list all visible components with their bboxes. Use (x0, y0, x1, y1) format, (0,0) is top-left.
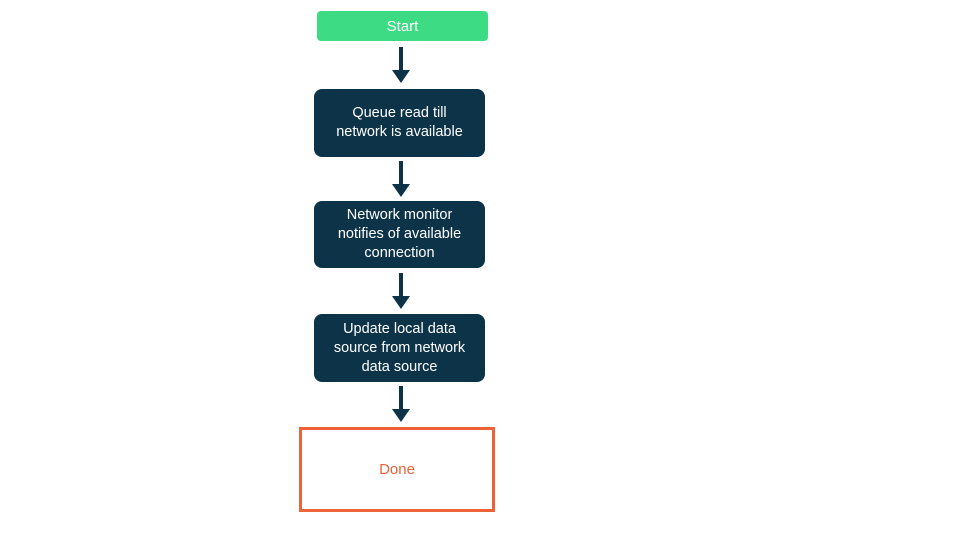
flowchart-node-update-local-data: Update local data source from network da… (314, 314, 485, 382)
arrow-head (392, 70, 410, 83)
node-label-line: connection (364, 245, 435, 261)
arrow-down-icon (392, 273, 410, 309)
arrow-tail (399, 47, 403, 70)
arrow-tail (399, 386, 403, 409)
flowchart-node-network-monitor: Network monitor notifies of available co… (314, 201, 485, 268)
node-label-line: Network monitor (346, 207, 453, 223)
arrow-down-icon (392, 47, 410, 83)
start-node-label: Start (386, 17, 419, 35)
flowchart-node-start: Start (317, 11, 488, 41)
arrow-tail (399, 161, 403, 184)
flowchart-node-done: Done (299, 427, 495, 512)
arrow-head (392, 409, 410, 422)
arrow-down-icon (392, 161, 410, 197)
node-label-line: source from network (333, 339, 466, 356)
node-label-line: Update local data (343, 320, 456, 337)
node-label-line: notifies of available (337, 226, 462, 242)
done-node-label: Done (379, 461, 415, 478)
node-label-line: network is available (336, 124, 463, 140)
arrow-head (392, 184, 410, 197)
node-label-line: Queue read till (352, 105, 447, 121)
arrow-head (392, 296, 410, 309)
node-label-line: data source (361, 358, 438, 375)
arrow-tail (399, 273, 403, 296)
arrow-down-icon (392, 386, 410, 422)
flowchart-node-queue-read: Queue read till network is available (314, 89, 485, 157)
